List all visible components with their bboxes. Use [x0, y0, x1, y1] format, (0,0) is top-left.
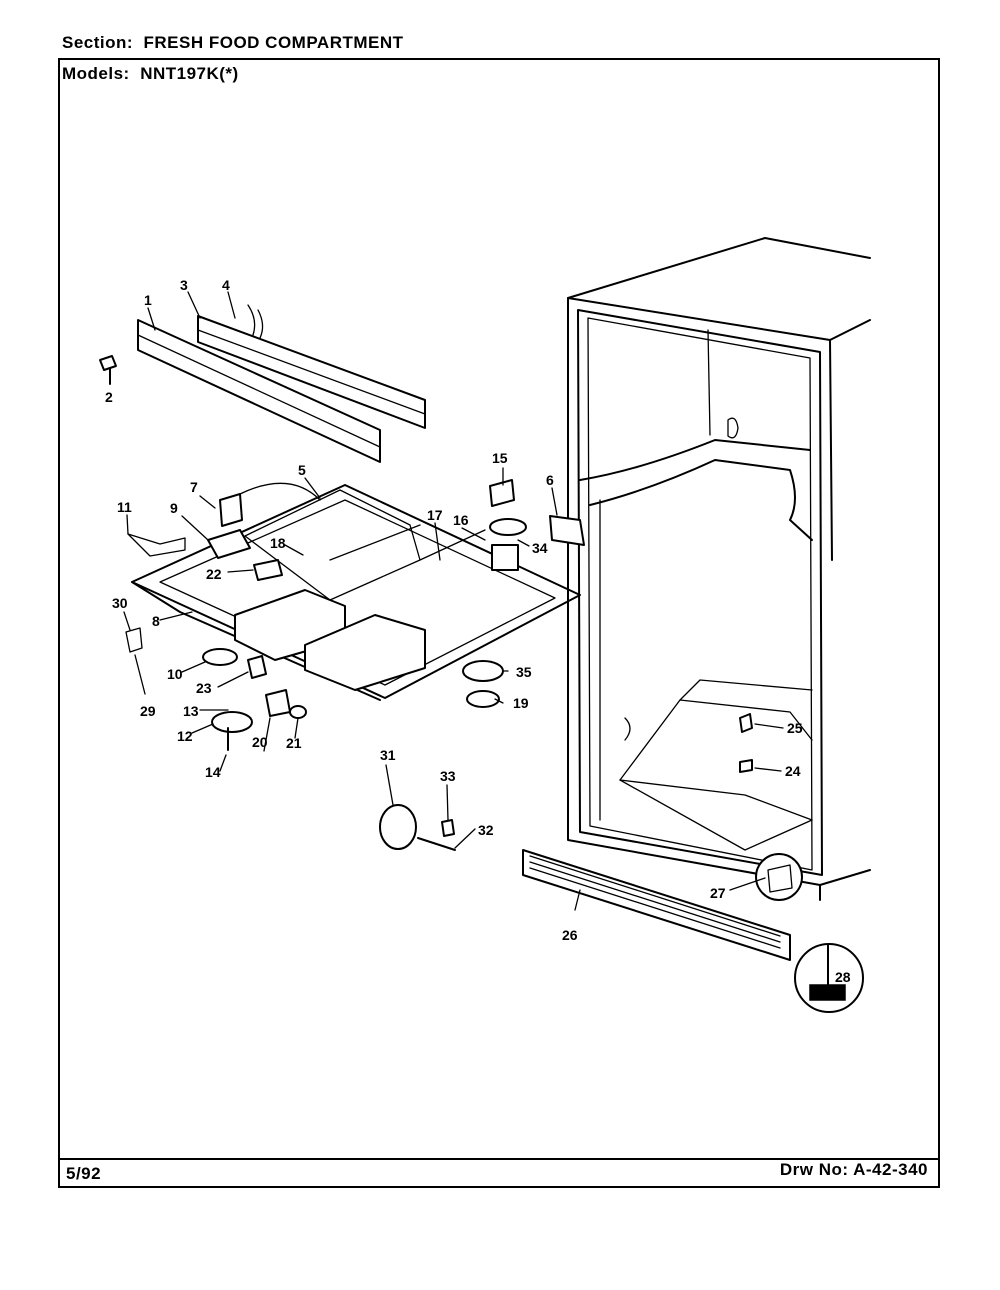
drawing-date: 5/92: [66, 1164, 102, 1183]
drawing-number: Drw No: A-42-340: [779, 1160, 928, 1179]
section-heading: Section: FRESH FOOD COMPARTMENT: [62, 33, 404, 53]
callout-24: 24: [785, 763, 801, 779]
callout-8: 8: [152, 613, 160, 629]
evaporator-tray: [131, 484, 581, 701]
callout-27: 27: [710, 885, 726, 901]
hinge-block-icon: [549, 515, 585, 546]
callout-25: 25: [787, 720, 803, 736]
callout-13: 13: [183, 703, 199, 719]
callout-3: 3: [180, 277, 188, 293]
rail-assembly: [137, 304, 426, 463]
callout-26: 26: [562, 927, 578, 943]
footer-rule: [58, 1158, 940, 1160]
callout-labels: 1 2 3 4 5 6 7 8 9 10 11 12 13 14 15 16 1…: [105, 277, 851, 985]
callout-34: 34: [532, 540, 548, 556]
callout-7: 7: [190, 479, 198, 495]
models-heading: Models: NNT197K(*): [62, 64, 239, 84]
thermostat-bracket-icon: [219, 493, 243, 527]
callout-15: 15: [492, 450, 508, 466]
callout-2: 2: [105, 389, 113, 405]
small-parts: [125, 479, 753, 851]
switch-icon: [207, 529, 251, 559]
screw-24-icon: [739, 759, 753, 773]
callout-11: 11: [117, 499, 132, 515]
bulb-holder-icon: [491, 544, 519, 571]
callout-22: 22: [206, 566, 222, 582]
callout-21: 21: [286, 735, 302, 751]
callout-30: 30: [112, 595, 128, 611]
fitting-20-icon: [265, 689, 291, 717]
roller-10-icon: [202, 648, 238, 666]
mount-icon: [253, 559, 283, 581]
spacer-icon: [489, 518, 527, 536]
models-label: Models:: [62, 64, 130, 83]
callout-12: 12: [177, 728, 193, 744]
callout-23: 23: [196, 680, 212, 696]
clip-icon: [127, 533, 186, 557]
callout-6: 6: [546, 472, 554, 488]
callout-29: 29: [140, 703, 156, 719]
callout-10: 10: [167, 666, 183, 682]
model-number: NNT197K(*): [140, 64, 239, 83]
roller-12-icon: [211, 711, 253, 733]
callout-5: 5: [298, 462, 306, 478]
callout-35: 35: [516, 664, 532, 680]
wheel-31-icon: [379, 804, 417, 850]
leveling-leg-inset: [794, 943, 864, 1013]
callout-14: 14: [205, 764, 221, 780]
callout-17: 17: [427, 507, 443, 523]
bracket-23-icon: [247, 655, 267, 679]
callout-18: 18: [270, 535, 286, 551]
callout-16: 16: [453, 512, 469, 528]
callout-32: 32: [478, 822, 494, 838]
callout-31: 31: [380, 747, 396, 763]
callout-19: 19: [513, 695, 529, 711]
gasket-19-icon: [466, 690, 500, 708]
clip-33-icon: [441, 819, 455, 837]
callout-1: 1: [144, 292, 152, 308]
screw-icon: [99, 355, 117, 385]
refrigerator-cabinet: [567, 237, 871, 901]
toe-grille: [522, 849, 791, 961]
screw-25-icon: [739, 713, 753, 733]
cap-35-icon: [462, 660, 504, 682]
callout-4: 4: [222, 277, 230, 293]
leader-lines: [123, 291, 784, 911]
light-socket-icon: [489, 479, 515, 507]
callout-20: 20: [252, 734, 268, 750]
light-bulb-icon: [289, 705, 307, 719]
diagram-frame: [58, 58, 940, 1188]
callout-28: 28: [835, 969, 851, 985]
callout-9: 9: [170, 500, 178, 516]
callout-33: 33: [440, 768, 456, 784]
section-label: Section:: [62, 33, 134, 52]
hinge-detail-inset: [755, 853, 803, 901]
spring-30-icon: [125, 627, 143, 653]
axle-32-icon: [417, 837, 456, 851]
section-title: FRESH FOOD COMPARTMENT: [143, 33, 404, 52]
